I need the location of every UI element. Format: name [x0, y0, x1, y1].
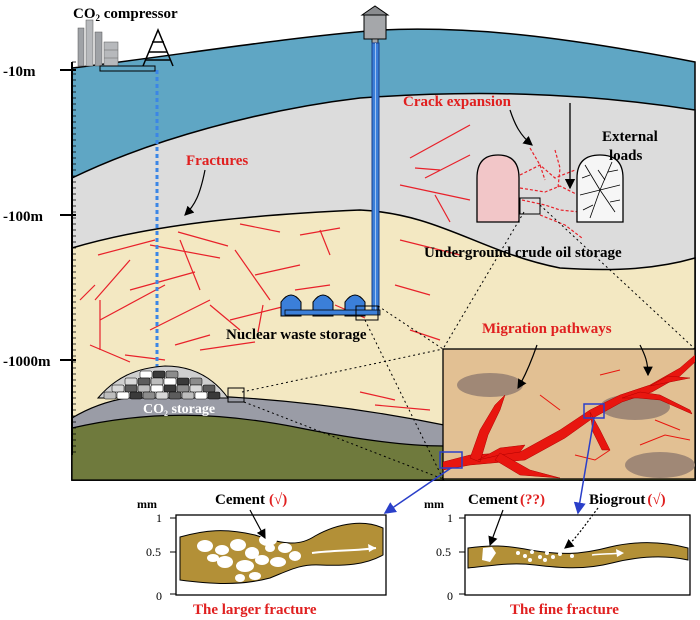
left-inset-caption: The larger fracture: [193, 602, 317, 618]
nuclear-shaft: [371, 42, 380, 312]
zoom-arrows: [383, 417, 595, 515]
right-inset-cement-label: Cement(??): [468, 492, 545, 508]
co2-storage-blocks: [103, 370, 221, 400]
left-inset-tick-0: 0: [156, 589, 162, 603]
inset-larger-fracture: mm 1 0.5 0 Cement(√) The larger fracture: [137, 492, 387, 618]
external-loads-label-line2: loads: [609, 148, 643, 164]
left-inset-tick-1: 1: [156, 511, 162, 525]
crude-oil-cavern-intact: [476, 154, 541, 223]
right-inset-unit: mm: [424, 497, 444, 511]
drilling-derrick: [142, 28, 174, 67]
external-loads-label-line1: External: [602, 129, 658, 145]
crack-expansion-lines: [519, 147, 583, 239]
depth-label-100m: -100m: [3, 209, 43, 225]
left-inset-unit: mm: [137, 497, 157, 511]
water-tower: [360, 5, 390, 44]
crack-expansion-label: Crack expansion: [403, 94, 512, 110]
co2-storage-dome: [96, 365, 245, 403]
migration-pathways-label: Migration pathways: [482, 321, 612, 337]
nuclear-waste-label: Nuclear waste storage: [226, 327, 367, 343]
fracture-lines: [79, 124, 471, 411]
co2-compressor: [77, 19, 156, 72]
depth-axis-ticks: [72, 61, 76, 453]
label-arrows: [184, 109, 653, 390]
crude-oil-storage-label: Underground crude oil storage: [424, 245, 622, 261]
depth-label-10m: -10m: [3, 64, 36, 80]
right-inset-caption: The fine fracture: [510, 602, 619, 618]
co2-compressor-label: CO2 compressor: [73, 6, 178, 23]
depth-label-1000m: -1000m: [3, 354, 51, 370]
right-inset-tick-0: 0: [447, 589, 453, 603]
co2-storage-label: CO2 storage: [143, 402, 215, 418]
right-inset-biogrout-label: Biogrout(√): [589, 492, 666, 508]
right-inset-tick-1: 1: [447, 511, 453, 525]
fractures-label: Fractures: [186, 153, 248, 169]
nuclear-waste-chambers: [280, 294, 381, 321]
callout-lines: [241, 204, 696, 480]
left-inset-tick-05: 0.5: [146, 545, 161, 559]
left-inset-cement-label: Cement(√): [215, 492, 287, 508]
migration-pathways-inset: [439, 348, 696, 480]
biogrout-particles: [516, 548, 574, 562]
inset-fine-fracture: mm 1 0.5 0 Cement(??) Biogrout(√) The fi…: [424, 492, 691, 618]
crude-oil-cavern-cracked: [576, 154, 624, 223]
right-inset-tick-05: 0.5: [436, 545, 451, 559]
depth-axis: -10m -100m -1000m: [3, 61, 76, 455]
